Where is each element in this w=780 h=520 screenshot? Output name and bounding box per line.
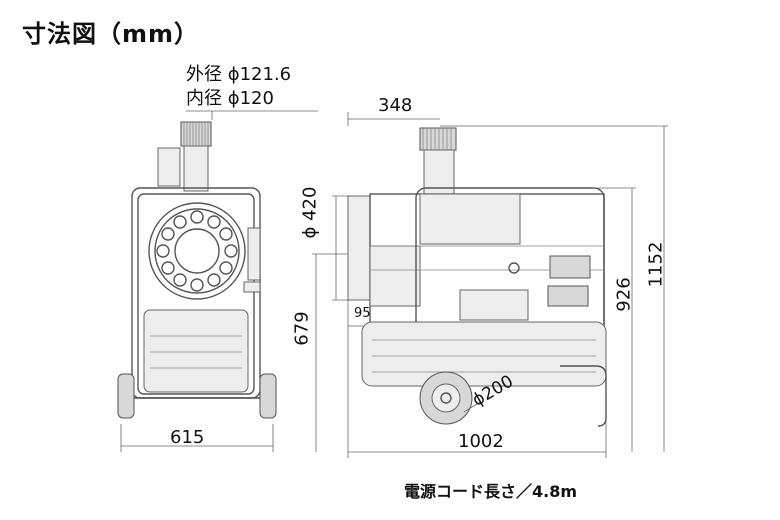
front-height-label: 679 — [291, 311, 313, 346]
side-handle — [560, 365, 607, 427]
total-height-label: 1152 — [645, 241, 667, 288]
fan-housing-outer — [148, 202, 246, 300]
duct-diameter-label: ϕ 420 — [299, 186, 321, 239]
control-panel — [459, 289, 529, 321]
fan-hub — [174, 228, 220, 274]
side-view — [312, 112, 668, 458]
total-length-label: 1002 — [458, 431, 504, 452]
front-fuel-tank — [143, 309, 249, 393]
front-left-wheel — [117, 373, 135, 419]
body-height-label: 926 — [613, 277, 635, 312]
front-side-box — [157, 147, 181, 187]
cord-length-note: 電源コード長さ／4.8m — [404, 482, 578, 501]
offset-label: 95 — [354, 306, 371, 321]
side-duct — [347, 195, 371, 301]
diagram-title: 寸法図（mm） — [22, 20, 200, 48]
depth-label: 348 — [378, 95, 413, 116]
front-width-label: 615 — [170, 427, 205, 448]
front-view — [117, 110, 318, 452]
side-fuel-tank — [361, 321, 607, 387]
front-right-wheel — [259, 373, 277, 419]
outer-diameter-label: 外径 ϕ121.6 — [186, 64, 292, 85]
inner-diameter-label: 内径 ϕ120 — [186, 88, 274, 109]
